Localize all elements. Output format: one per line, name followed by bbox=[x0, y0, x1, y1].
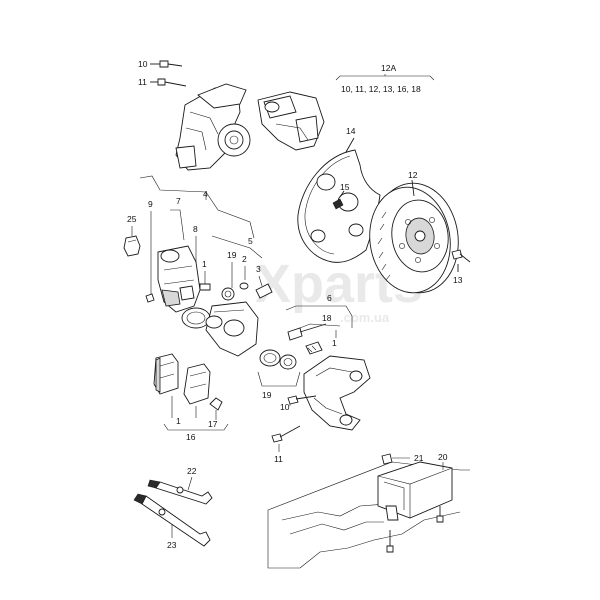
callout-5: 5 bbox=[248, 236, 253, 246]
bolt-9 bbox=[145, 293, 155, 303]
callout-21: 21 bbox=[414, 453, 424, 463]
callout-1-b: 1 bbox=[332, 338, 337, 348]
group-12A-members: 10, 11, 12, 13, 16, 18 bbox=[341, 84, 421, 94]
grease-tube-22: 22 bbox=[147, 466, 213, 505]
callout-14: 14 bbox=[346, 126, 356, 136]
grease-tube-23: 23 bbox=[133, 493, 211, 550]
callout-20: 20 bbox=[438, 452, 448, 462]
callout-19-a: 19 bbox=[227, 250, 237, 260]
brake-disc: 12 bbox=[369, 170, 459, 294]
callout-16: 16 bbox=[186, 432, 196, 442]
callout-23: 23 bbox=[167, 540, 177, 550]
callout-11-top: 11 bbox=[138, 77, 147, 87]
callout-3: 3 bbox=[256, 264, 261, 274]
screw-13: 13 bbox=[451, 249, 471, 285]
part-25: 25 bbox=[123, 214, 141, 257]
control-module: 20 bbox=[377, 452, 453, 521]
callout-1-a: 1 bbox=[202, 259, 207, 269]
bolt-11-top: 11 bbox=[138, 77, 187, 87]
group-6-bracket: 6 18 1 bbox=[285, 293, 353, 348]
callout-9: 9 bbox=[148, 199, 153, 209]
group-12A-number: 12A bbox=[381, 63, 396, 73]
callout-10-top: 10 bbox=[138, 59, 148, 69]
callout-6: 6 bbox=[327, 293, 332, 303]
callout-4: 4 bbox=[203, 189, 208, 199]
group-4-bracket: 4 bbox=[139, 175, 255, 239]
nut-21: 21 bbox=[381, 453, 424, 465]
bolt-10-bottom: 10 bbox=[280, 395, 317, 412]
bolt-11-bottom: 11 bbox=[271, 425, 301, 464]
callout-15: 15 bbox=[340, 182, 350, 192]
wheel-hub-assembly bbox=[175, 83, 251, 171]
callout-19-b: 19 bbox=[262, 390, 272, 400]
callout-8: 8 bbox=[193, 224, 198, 234]
callout-12: 12 bbox=[408, 170, 418, 180]
guide-pin bbox=[287, 323, 327, 355]
callout-22: 22 bbox=[187, 466, 197, 476]
watermark-domain: .com.ua bbox=[340, 310, 390, 325]
ring-19-a bbox=[221, 287, 235, 301]
caliper-carrier-piece bbox=[205, 301, 259, 357]
piston-rings: 19 bbox=[257, 349, 301, 400]
splash-shield: 14 bbox=[297, 126, 391, 263]
callout-11-bottom: 11 bbox=[274, 454, 283, 464]
screw-15: 15 bbox=[332, 182, 350, 210]
callout-13: 13 bbox=[453, 275, 463, 285]
brake-pads: 1 16 bbox=[153, 353, 229, 442]
callout-17: 17 bbox=[208, 419, 218, 429]
callout-10-bottom: 10 bbox=[280, 402, 290, 412]
callout-2: 2 bbox=[242, 254, 247, 264]
bolt-10-top: 10 bbox=[138, 59, 183, 69]
bolts-20 bbox=[386, 506, 444, 553]
group-12A: 12A 10, 11, 12, 13, 16, 18 bbox=[335, 63, 435, 94]
caliper-housing bbox=[157, 245, 201, 313]
brake-caliper-top bbox=[257, 91, 325, 151]
callout-1-c: 1 bbox=[176, 416, 181, 426]
caliper-bracket bbox=[303, 355, 371, 431]
callout-7: 7 bbox=[176, 196, 181, 206]
callout-18: 18 bbox=[322, 313, 332, 323]
callout-25: 25 bbox=[127, 214, 137, 224]
bleed-screw-3 bbox=[255, 283, 273, 299]
piston-seal bbox=[181, 307, 211, 329]
clip-17: 17 bbox=[208, 397, 223, 429]
